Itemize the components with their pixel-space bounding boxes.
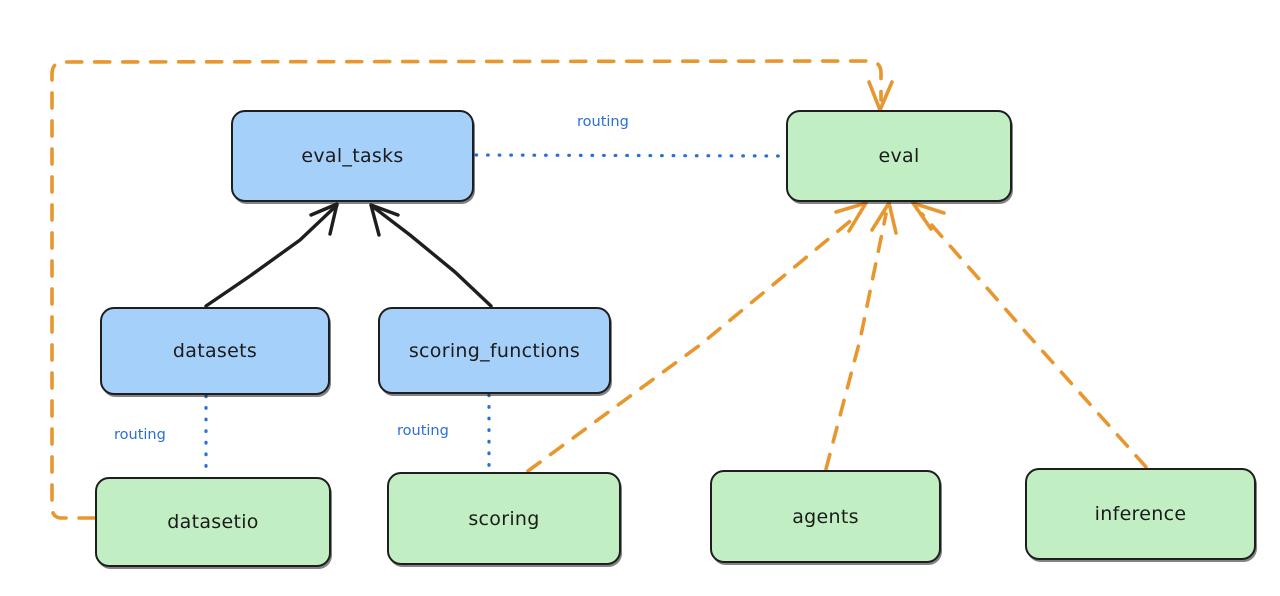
edge-scoring-functions-to-eval-tasks [369, 203, 493, 308]
edge-label-routing-scoring-functions-to-scoring: routing [397, 423, 449, 439]
node-eval-tasks[interactable]: eval_tasks [231, 110, 474, 202]
node-label: datasetio [167, 511, 259, 533]
edge-datasetio-to-eval [50, 59, 894, 520]
node-datasets[interactable]: datasets [100, 307, 330, 395]
edge-eval-tasks-to-eval [474, 153, 786, 158]
edge-inference-to-eval [911, 201, 1148, 469]
node-label: inference [1094, 503, 1187, 525]
edge-label-routing-datasets-to-datasetio: routing [114, 427, 166, 443]
edge-datasets-to-eval-tasks [204, 202, 339, 308]
node-agents[interactable]: agents [710, 470, 941, 563]
edge-agents-to-eval [824, 201, 898, 471]
edge-label-routing-eval-tasks-to-eval: routing [577, 114, 629, 130]
node-label: scoring [468, 507, 540, 530]
edge-scoring-to-eval [526, 201, 868, 473]
node-label: eval [878, 145, 920, 167]
node-label: eval_tasks [301, 145, 404, 167]
node-label: scoring_functions [408, 339, 581, 362]
node-datasetio[interactable]: datasetio [95, 477, 331, 567]
node-scoring[interactable]: scoring [387, 472, 621, 565]
node-label: datasets [172, 340, 258, 362]
node-scoring-functions[interactable]: scoring_functions [378, 307, 611, 394]
node-inference[interactable]: inference [1025, 468, 1256, 560]
node-eval[interactable]: eval [786, 110, 1012, 202]
node-label: agents [792, 505, 859, 528]
